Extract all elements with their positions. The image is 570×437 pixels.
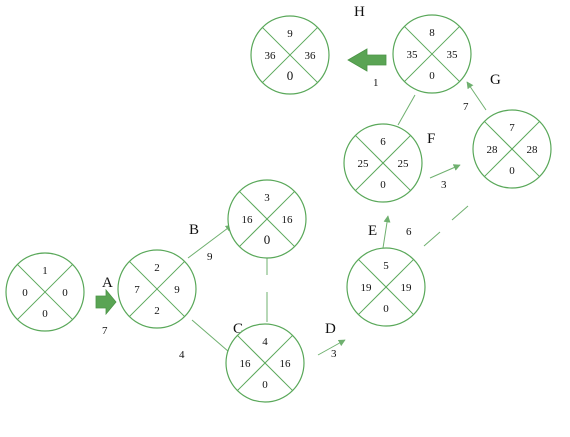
- activity-label-c: C: [233, 321, 243, 337]
- activity-duration-g: 7: [463, 101, 469, 113]
- node-earliest-time: 36: [265, 50, 277, 62]
- node-divider: [484, 121, 540, 177]
- node-latest-time: 28: [527, 144, 539, 156]
- node-earliest-time: 25: [358, 158, 370, 170]
- node-latest-time: 16: [280, 358, 292, 370]
- node-latest-time: 35: [447, 49, 459, 61]
- dummy-5-7-upper: [451, 205, 469, 221]
- activity-label-a: A: [102, 275, 113, 291]
- activity-label-e: E: [368, 223, 377, 239]
- node-number: 7: [509, 122, 515, 134]
- node-slack: 0: [429, 70, 435, 82]
- node-slack: 0: [383, 303, 389, 315]
- dummy-6-8: [397, 94, 416, 126]
- node-earliest-time: 0: [22, 287, 28, 299]
- node-slack: 0: [287, 68, 294, 83]
- connections: [187, 81, 487, 359]
- block-arrow-activity-a: [95, 288, 117, 316]
- node-latest-time: 0: [62, 287, 68, 299]
- node-4: 4 16 16 0: [225, 323, 305, 403]
- node-latest-time: 36: [305, 50, 317, 62]
- node-7: 7 28 28 0: [472, 109, 552, 189]
- node-earliest-time: 28: [487, 144, 499, 156]
- node-number: 6: [380, 136, 386, 148]
- node-number: 5: [383, 260, 389, 272]
- activity-duration-b: 9: [207, 251, 213, 263]
- node-slack: 0: [264, 232, 271, 247]
- dummy-5-7: [423, 231, 441, 247]
- node-slack: 0: [509, 165, 515, 177]
- node-earliest-time: 16: [240, 358, 252, 370]
- arrow-activity-b: [187, 224, 233, 259]
- activity-duration-c: 4: [179, 349, 185, 361]
- node-slack: 0: [262, 379, 268, 391]
- node-8: 8 35 35 0: [392, 14, 472, 94]
- activity-duration-h: 1: [373, 77, 379, 89]
- node-5: 5 19 19 0: [346, 247, 426, 327]
- node-divider: [262, 27, 318, 83]
- node-divider: [404, 26, 460, 82]
- activity-label-b: B: [189, 222, 199, 238]
- arrow-activity-f: [429, 164, 461, 179]
- node-earliest-time: 7: [134, 284, 140, 296]
- node-number: 2: [154, 262, 160, 274]
- activity-labels: A 7 B 9 C 4 D 3 E 6 F 3 G 7 H 1: [102, 4, 501, 361]
- activity-duration-d: 3: [331, 348, 337, 360]
- node-divider: [358, 259, 414, 315]
- activity-duration-f: 3: [441, 179, 447, 191]
- node-number: 8: [429, 27, 435, 39]
- arrow-activity-d: [317, 339, 346, 356]
- node-latest-time: 16: [282, 214, 294, 226]
- node-latest-time: 9: [174, 284, 180, 296]
- node-number: 1: [42, 265, 48, 277]
- node-latest-time: 19: [401, 282, 413, 294]
- activity-duration-a: 7: [102, 325, 108, 337]
- node-slack: 0: [42, 308, 48, 320]
- node-number: 9: [287, 28, 293, 40]
- node-divider: [237, 335, 293, 391]
- node-earliest-time: 16: [242, 214, 254, 226]
- node-number: 3: [264, 192, 270, 204]
- activity-label-h: H: [354, 4, 365, 20]
- node-1: 1 0 0 0: [5, 252, 85, 332]
- node-earliest-time: 35: [407, 49, 419, 61]
- node-latest-time: 25: [398, 158, 410, 170]
- activity-label-g: G: [490, 72, 501, 88]
- node-6: 6 25 25 0: [343, 123, 423, 203]
- node-number: 4: [262, 336, 268, 348]
- arrow-activity-e: [382, 215, 391, 249]
- node-slack: 2: [154, 305, 160, 317]
- node-divider: [17, 264, 73, 320]
- activity-duration-e: 6: [406, 226, 412, 238]
- node-2: 2 7 9 2: [117, 249, 197, 329]
- node-3: 3 16 16 0: [227, 179, 307, 259]
- node-divider: [239, 191, 295, 247]
- activity-label-f: F: [427, 131, 435, 147]
- node-divider: [355, 135, 411, 191]
- block-arrow-activity-h: [347, 48, 387, 72]
- node-divider: [129, 261, 185, 317]
- arrow-activity-g: [466, 81, 487, 111]
- activity-label-d: D: [325, 321, 336, 337]
- node-earliest-time: 19: [361, 282, 373, 294]
- node-slack: 0: [380, 179, 386, 191]
- node-9: 9 36 36 0: [250, 15, 330, 95]
